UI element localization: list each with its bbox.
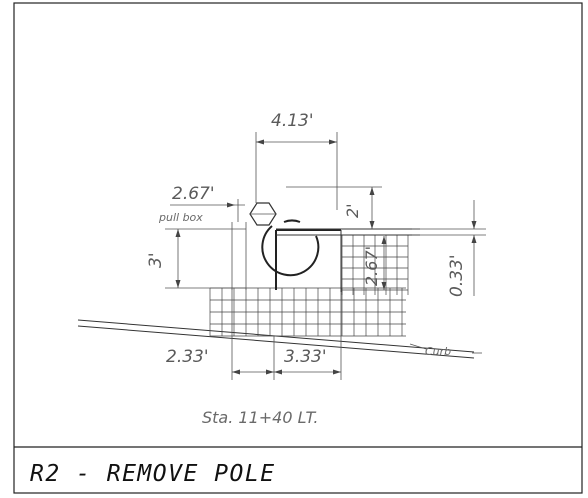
pole-foundation — [275, 228, 420, 292]
dim-bottom-right-text: 3.33' — [284, 347, 327, 367]
dim-pull-box-offset — [170, 199, 245, 222]
dim-height-inner — [381, 236, 387, 290]
pole-circle — [261, 225, 320, 277]
dim-top-width — [255, 132, 338, 210]
sheet-title: R2 - REMOVE POLE — [30, 461, 276, 487]
dim-bottom — [231, 288, 342, 380]
dim-height-left-text: 3' — [146, 253, 166, 269]
dim-pull-box-offset-text: 2.67' — [172, 184, 215, 204]
curb-label: Curb — [425, 345, 451, 358]
dim-height-inner-text: 2.67' — [362, 246, 381, 286]
dim-height-left — [165, 222, 247, 290]
dim-height-top — [286, 186, 382, 229]
pull-box-label: pull box — [158, 211, 203, 224]
station-label: Sta. 11+40 LT. — [202, 408, 318, 427]
dim-height-top-text: 2' — [343, 203, 362, 218]
dim-height-right — [412, 200, 486, 296]
sidewalk-grid-lower — [209, 287, 406, 337]
dim-top-width-text: 4.13' — [271, 111, 314, 131]
dim-height-right-text: 0.33' — [447, 254, 467, 297]
dim-bottom-left-text: 2.33' — [166, 347, 209, 367]
pole-arc — [283, 219, 301, 223]
curb-lines — [77, 319, 482, 359]
sheet-border — [13, 2, 583, 494]
